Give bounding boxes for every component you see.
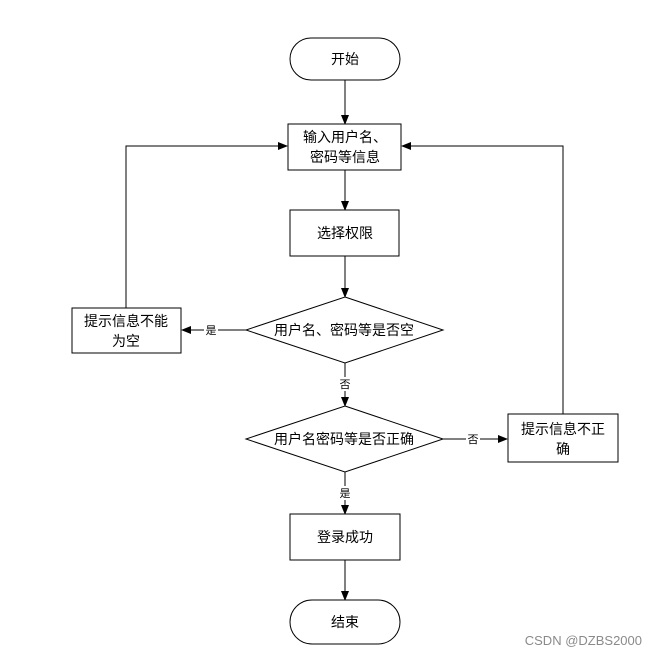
- edge-label-correct-yes: 是: [340, 487, 351, 500]
- empty-msg-line2: 为空: [112, 334, 140, 350]
- start-node: 开始: [289, 37, 401, 81]
- input-label-line2: 密码等信息: [310, 149, 380, 166]
- incorrect-msg-line1: 提示信息不正: [521, 421, 605, 438]
- success-label: 登录成功: [317, 530, 373, 546]
- correct-check-label: 用户名密码等是否正确: [274, 431, 414, 448]
- input-label-line1: 输入用户名、: [303, 129, 387, 146]
- end-node: 结束: [289, 599, 401, 645]
- incorrect-msg-node: 提示信息不正 确: [507, 413, 619, 463]
- empty-check-decision: 用户名、密码等是否空: [244, 296, 445, 364]
- edge-label-empty-no: 否: [340, 378, 351, 391]
- edge-incorrect-msg-back-to-input: [401, 142, 564, 414]
- edge-label-correct-no: 否: [468, 433, 479, 446]
- success-node: 登录成功: [289, 513, 401, 561]
- select-role-label: 选择权限: [317, 226, 373, 242]
- empty-msg-node: 提示信息不能 为空: [71, 307, 182, 354]
- edge-label-empty-yes: 是: [206, 324, 217, 337]
- incorrect-msg-line2: 确: [556, 442, 570, 458]
- edge-empty-msg-back-to-input: [125, 142, 288, 308]
- empty-check-label: 用户名、密码等是否空: [274, 322, 414, 339]
- end-label: 结束: [331, 615, 359, 631]
- start-label: 开始: [331, 52, 359, 68]
- edge-labels: 是 否 否 是: [204, 323, 480, 500]
- watermark: CSDN @DZBS2000: [525, 633, 642, 648]
- correct-check-decision: 用户名密码等是否正确: [244, 405, 445, 473]
- select-role-node: 选择权限: [289, 209, 400, 257]
- empty-msg-line1: 提示信息不能: [84, 313, 168, 330]
- input-node: 输入用户名、 密码等信息: [287, 123, 402, 171]
